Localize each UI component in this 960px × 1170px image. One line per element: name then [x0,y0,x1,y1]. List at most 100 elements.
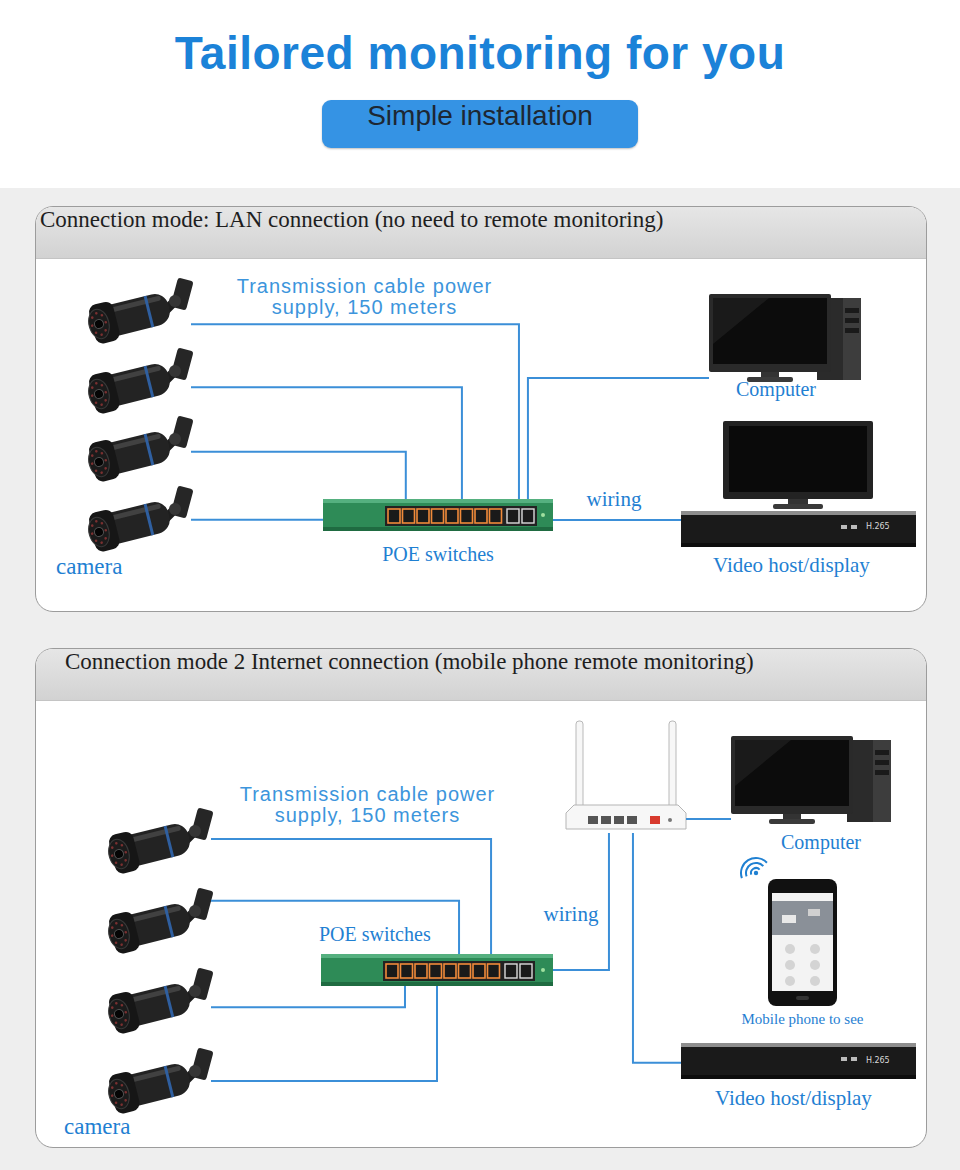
phone-icon-part [808,909,820,916]
switch-icon-part [541,968,545,972]
camera-body-part [124,1091,127,1094]
poe-port [490,509,502,523]
camera-node [106,806,211,876]
camera-body-part [115,842,118,845]
camera-body-part [114,1101,117,1104]
camera-body [104,1057,193,1116]
camera-joint [169,503,181,515]
cable-line [553,833,609,970]
panel-heading: Connection mode: LAN connection (no need… [36,207,926,259]
camera-node [86,414,191,484]
computer-icon-part [873,740,891,822]
device-label: POE switches [319,923,479,945]
camera-body-part [91,394,94,397]
poe-port [386,964,398,978]
poe-switch: POE switches [323,499,553,531]
computer-icon-part [713,298,769,344]
camera-body-part [106,1077,133,1111]
poe-port [444,964,456,978]
camera-body-part [86,377,113,411]
camera-node: camera [86,484,191,554]
camera-joint [189,825,201,837]
router-icon-part [588,816,598,824]
camera-body [84,287,173,346]
device-label: Video host/display [715,1087,915,1110]
camera-body-part [91,532,94,535]
camera-body-part [114,941,117,944]
cable-line [211,986,405,1007]
camera-icon [106,806,211,876]
phone-icon-part [785,976,795,986]
camera-body-part [104,537,107,540]
camera-body-part [120,1084,123,1087]
router-icon-part [668,818,672,822]
camera-body-part [114,861,117,864]
uplink-port [520,964,532,978]
computer-node: Computer [709,294,861,394]
computer-icon-part [843,298,861,380]
monitor [709,294,831,372]
poe-port [388,509,400,523]
mode-panel: Connection mode 2 Internet connection (m… [35,648,927,1148]
camera-node [106,886,211,956]
switch-icon-part [323,527,553,531]
cable-line [633,833,681,1063]
poe-port [461,509,473,523]
camera-body-part [120,943,123,946]
camera-body-part [111,926,114,929]
host-icon-part [681,543,916,547]
camera-body-part [114,1021,117,1024]
camera-joint [189,1065,201,1077]
router-icon-part [601,816,611,824]
cable-line [211,839,491,954]
wifi-symbol [740,857,768,878]
device-label: Computer [736,378,856,400]
camera-body-part [115,1082,118,1085]
host-icon-part [729,426,867,492]
camera-body-part [114,1009,125,1020]
camera-body-part [100,541,103,544]
computer-icon-part [845,328,859,333]
poe-port [401,964,413,978]
connector-label: wiring [578,487,650,512]
poe-port [473,964,485,978]
camera-body-part [100,384,103,387]
camera-body-part [94,319,105,330]
camera-body-part [100,522,103,525]
camera-body-part [124,851,127,854]
camera-body-part [106,917,133,951]
host-icon-part [681,1075,916,1079]
camera-body [104,977,193,1036]
camera-body [84,357,173,416]
router-icon-part [650,816,660,824]
phone-body [768,879,837,1006]
camera-body-part [104,399,107,402]
camera-body [104,817,193,876]
switch-icon [323,499,553,531]
camera-body-part [91,462,94,465]
connector-label: wiring [535,902,607,927]
antenna [669,721,676,813]
camera-body-part [94,331,97,334]
phone-icon [768,879,837,1006]
camera-body-part [124,1019,127,1022]
host-icon-part [841,525,847,529]
cable-line [686,818,731,820]
camera-joint [169,295,181,307]
camera-body-part [120,924,123,927]
camera-body-part [106,837,133,871]
switch-icon-part [321,954,553,958]
camera-joint [189,985,201,997]
camera-body-part [94,457,105,468]
device-label: Mobile phone to see [732,1011,873,1028]
camera-body-part [95,312,98,315]
camera-body [84,425,173,484]
recorder [681,511,916,547]
poe-port [415,964,427,978]
connector-label: Transmission cable power supply, 150 met… [225,784,510,826]
poe-port [430,964,442,978]
camera-body-part [94,539,97,542]
camera-body [84,495,173,554]
camera-icon [86,414,191,484]
